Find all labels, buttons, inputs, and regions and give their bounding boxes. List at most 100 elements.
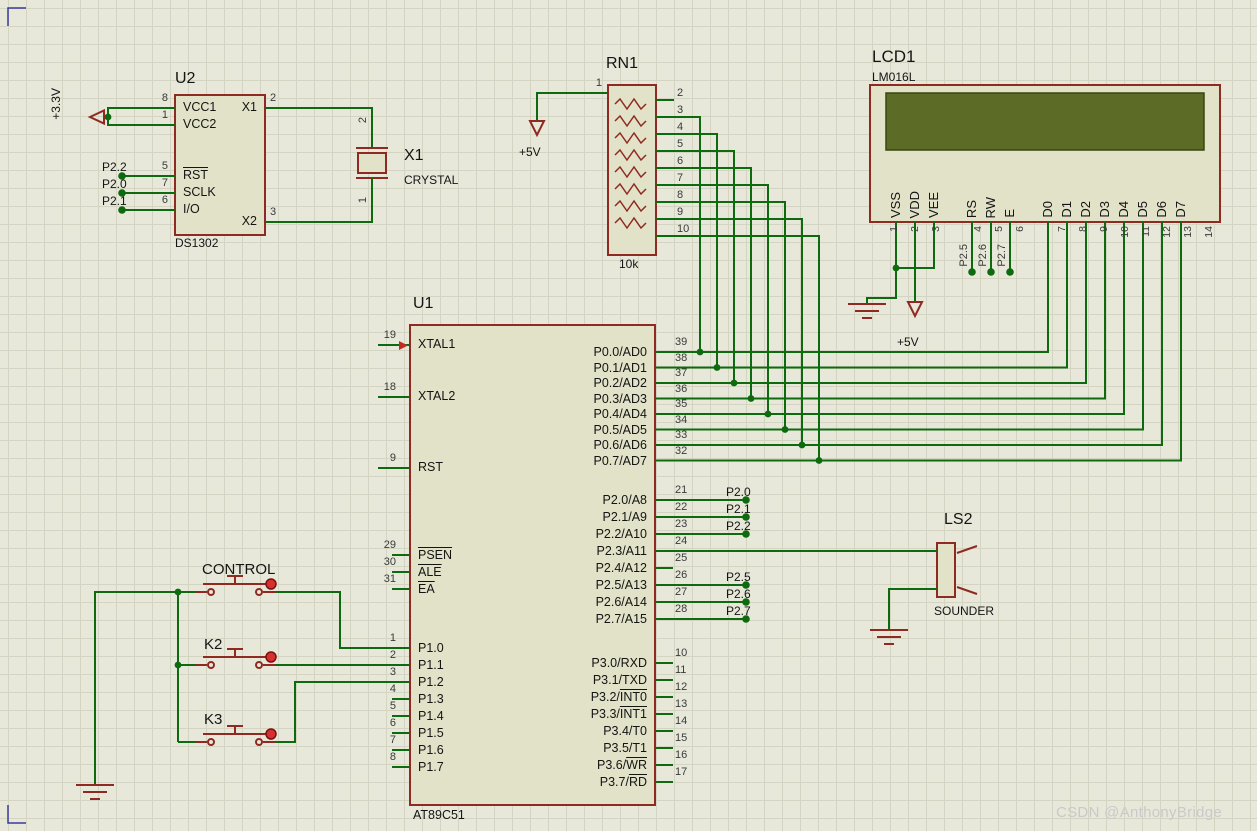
lcd-pin-number-slot: 11 — [1140, 226, 1152, 237]
lcd1-screen — [885, 92, 1205, 151]
pin-row: 5 P1.4 — [389, 700, 444, 723]
u1-ref: U1 — [413, 295, 434, 312]
pin-row: P0.5/AD5 34 — [593, 413, 688, 437]
u1-body — [409, 324, 656, 806]
u2-pin-io: I/O — [183, 202, 200, 216]
ground-buttons-icon — [76, 784, 114, 800]
u1-ctrl-pins: 29 PSEN 30 ALE 31 EA — [383, 539, 540, 598]
lcd-pin-number-slot: 1 — [888, 226, 900, 232]
control-button-actuator[interactable] — [265, 578, 277, 590]
rn1-resistor-glyphs — [614, 97, 647, 230]
pin-row: 4 P1.3 — [389, 683, 444, 706]
rn1-ref: RN1 — [606, 55, 639, 72]
u2-pin-sclk: SCLK — [183, 185, 216, 199]
watermark: CSDN @AnthonyBridge — [1056, 804, 1222, 821]
lcd-pin-name-slot: D5 — [1135, 201, 1150, 218]
pin-row: P2.3/A11 24 — [596, 535, 688, 558]
lcd-pin-name-slot — [1019, 150, 1038, 218]
u1-pinnum-18: 18 — [383, 381, 396, 393]
pin-row: P3.2/INT0 12 — [590, 681, 688, 704]
u2-pinnum-3: 3 — [270, 206, 277, 218]
pin-row: 3 P1.2 — [389, 666, 444, 689]
pin-row: P3.6/WR 16 — [596, 749, 688, 772]
u1-p0-pins: P0.0/AD0 39 P0.1/AD1 38 P0.2/AD2 37 P0.3… — [410, 336, 688, 468]
pin-row: P0.4/AD4 35 — [593, 398, 688, 421]
pin-row: 8 P1.7 — [389, 751, 444, 774]
net-label: P2.6 — [726, 587, 751, 601]
pin-row: P0.1/AD1 38 — [593, 351, 688, 375]
lcd-pin-number-slot: 8 — [1077, 226, 1089, 232]
u1-value: AT89C51 — [413, 808, 465, 822]
rn1-pinnum-1: 1 — [595, 77, 602, 89]
u2-pinnum-8: 8 — [161, 92, 168, 104]
pin-row: P3.3/INT1 13 — [590, 698, 688, 721]
pin-number: 4 — [677, 121, 684, 133]
net-label: P2.2 — [102, 160, 127, 174]
lcd-pin-number-slot — [1033, 226, 1054, 250]
k2-button-actuator[interactable] — [265, 651, 277, 663]
lcd-pin-name-slot: D6 — [1154, 201, 1169, 218]
lcd-net-label-e: P2.7 — [996, 244, 1008, 267]
lcd-pin-name-slot: E — [1002, 209, 1017, 218]
pin-number: 5 — [677, 138, 684, 150]
pin-row: 29 PSEN — [383, 539, 453, 562]
u2-pin-vcc1: VCC1 — [183, 100, 217, 114]
lcd-pin-name-slot: VSS — [888, 191, 903, 218]
pin-row: P2.6/A14 27 — [595, 586, 688, 609]
lcd-pin-number-slot: 2 — [909, 226, 921, 232]
pin-row: P2.5/A13 26 — [595, 569, 688, 592]
k3-button[interactable] — [195, 725, 277, 746]
control-button[interactable] — [195, 575, 277, 596]
v5-rn1-arrow-icon — [528, 120, 546, 138]
xtal-pinnum-2: 2 — [357, 117, 369, 124]
pin-number: 8 — [677, 189, 684, 201]
net-label: P2.0 — [102, 177, 127, 191]
net-label: P2.1 — [102, 194, 127, 208]
u2-pin-x2: X2 — [241, 214, 257, 228]
pin-row: P0.3/AD3 36 — [593, 382, 688, 406]
lcd-pin-number-slot: 3 — [930, 226, 942, 232]
lcd-net-label-rw: P2.6 — [977, 244, 989, 267]
pin-row: P0.6/AD6 33 — [593, 429, 688, 452]
junction-dots — [104, 113, 1014, 669]
ls2-sounder-symbol[interactable] — [936, 542, 978, 598]
v33-arrow-icon — [87, 108, 105, 126]
u2-ref: U2 — [175, 70, 196, 87]
u1-pin-rst: RST — [418, 460, 443, 474]
lcd-pin-name-slot: D4 — [1116, 201, 1131, 218]
crystal-symbol[interactable] — [356, 147, 388, 179]
lcd-pin-number-slot: 6 — [1014, 226, 1026, 232]
u2-pin-x1: X1 — [241, 100, 257, 114]
u2-pinnum-6: 6 — [161, 194, 168, 206]
v5-lcd-arrow-icon — [906, 301, 924, 319]
lcd-pin-number-slot: 7 — [1056, 226, 1068, 232]
k3-button-actuator[interactable] — [265, 728, 277, 740]
xtal1-pin-arrow-icon — [399, 341, 408, 350]
pin-number: 10 — [677, 223, 690, 235]
pin-row: P0.2/AD2 37 — [593, 367, 688, 390]
pin-row: P3.5/T1 15 — [603, 732, 688, 755]
lcd-pin-number-slot: 13 — [1182, 226, 1194, 238]
pin-number: 2 — [677, 87, 684, 99]
pin-row: P2.0/A8 21 — [602, 484, 688, 507]
lcd-pin-name-slot: RS — [964, 199, 979, 218]
sheet-border — [7, 7, 26, 824]
pin-row: P2.4/A12 25 — [595, 552, 688, 575]
lcd-pin-number-slot: 12 — [1161, 226, 1173, 238]
k2-button[interactable] — [195, 648, 277, 669]
lcd1-value: LM016L — [872, 70, 916, 84]
power-terminals[interactable] — [76, 108, 924, 800]
lcd-pin-name-slot: RW — [983, 196, 998, 218]
u1-p3-pins: P3.0/RXD 10 P3.1/TXD 11 P3.2/INT0 12 P3.… — [410, 647, 688, 791]
u1-p1-pins: 1 P1.0 2 P1.1 3 P1.2 4 P1.3 5 P1.4 — [389, 632, 540, 776]
net-label: P2.2 — [726, 519, 751, 533]
ground-lcd-icon — [848, 303, 886, 319]
lcd-pin-name-slot: D7 — [1173, 201, 1188, 218]
lcd-pin-name-slot — [943, 150, 962, 218]
